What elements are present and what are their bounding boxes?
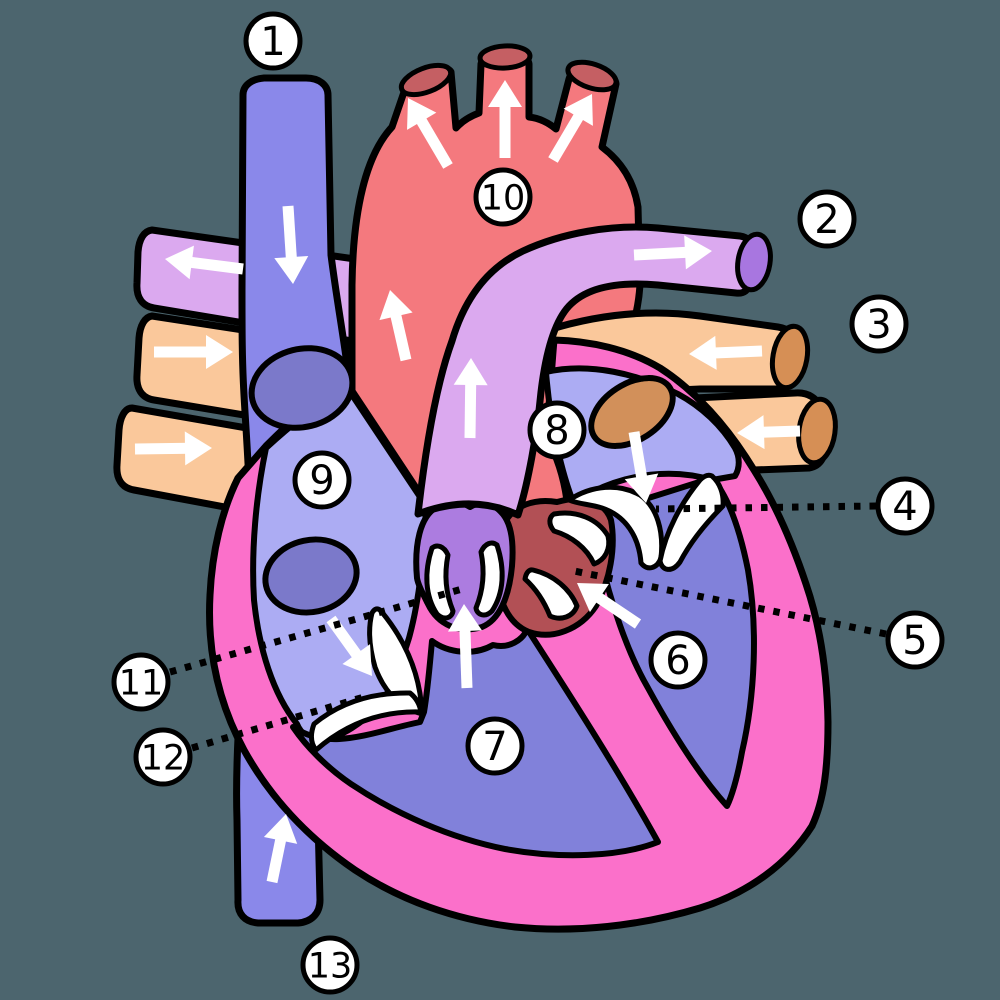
- leader-line-4: [655, 502, 877, 513]
- part-label-number-9: 9: [309, 458, 334, 504]
- left-vein-2-inflow: [134, 431, 212, 466]
- part-label-circle-13: [300, 935, 360, 995]
- ivc-flow-up: [263, 814, 298, 884]
- part-label-number-8: 8: [544, 408, 569, 454]
- part-label-5: 5: [885, 610, 945, 670]
- part-label-circle-9: [292, 450, 352, 510]
- part-label-number-7: 7: [482, 724, 507, 770]
- part-label-number-5: 5: [902, 618, 927, 664]
- mitral-valve-leaflet-right: [657, 472, 726, 572]
- pulmonary-valve-leaflet-left: [424, 543, 456, 621]
- part-label-9: 9: [292, 450, 352, 510]
- ascending-aorta-up: [379, 290, 413, 362]
- part-label-number-11: 11: [119, 663, 164, 703]
- pulmonary-trunk-cap: [735, 231, 773, 293]
- right-pa-outflow: [633, 235, 712, 270]
- part-label-8: 8: [527, 400, 587, 460]
- aorta-branch-1-up: [407, 98, 453, 169]
- part-label-circle-1: [243, 11, 303, 71]
- part-label-circle-7: [465, 716, 525, 776]
- part-label-11: 11: [111, 652, 171, 712]
- tricuspid-valve-leaflet-upper: [367, 606, 425, 717]
- left-vein-1-inflow: [154, 335, 233, 369]
- part-label-number-10: 10: [481, 178, 526, 218]
- leader-line-11: [169, 585, 463, 676]
- aorta-branch-2-cap: [477, 43, 533, 71]
- part-label-2: 2: [797, 189, 857, 249]
- part-label-circle-2: [797, 189, 857, 249]
- part-label-7: 7: [465, 716, 525, 776]
- pulmonary-vein-opening-oval: [588, 375, 676, 449]
- aorta-branch-3-up: [548, 94, 593, 163]
- part-label-13: 13: [300, 935, 360, 995]
- lv-to-aorta-flow: [577, 583, 642, 629]
- flow-arrows-layer: [134, 80, 801, 884]
- la-to-lv-flow: [624, 431, 659, 503]
- part-label-3: 3: [849, 294, 909, 354]
- leader-line-5: [573, 567, 887, 638]
- part-label-number-6: 6: [665, 638, 690, 684]
- part-label-number-4: 4: [892, 484, 917, 530]
- aortic-valve-leaflet-lower: [522, 567, 580, 621]
- pulmonary-valve-leaflet-right: [473, 540, 505, 618]
- part-label-10: 10: [473, 167, 533, 227]
- right-pulmonary-vein-upper-cap: [769, 323, 811, 391]
- part-label-1: 1: [243, 11, 303, 71]
- part-label-circle-5: [885, 610, 945, 670]
- part-label-number-3: 3: [866, 302, 891, 348]
- tricuspid-valve-leaflet-lower: [308, 690, 424, 753]
- part-label-number-13: 13: [308, 946, 353, 986]
- part-label-4: 4: [875, 476, 935, 536]
- part-label-circle-6: [648, 630, 708, 690]
- svc-flow-down: [274, 205, 309, 284]
- aortic-valve-leaflet-upper: [547, 510, 612, 567]
- part-label-number-2: 2: [814, 197, 839, 243]
- right-vein-2-inflow: [737, 415, 801, 450]
- part-label-circle-11: [111, 652, 171, 712]
- part-label-circle-12: [133, 727, 193, 787]
- leader-lines-layer: [169, 502, 887, 752]
- aorta-branch-1-cap: [398, 62, 454, 98]
- right-vein-1-inflow: [689, 335, 763, 370]
- part-label-6: 6: [648, 630, 708, 690]
- part-label-number-12: 12: [141, 738, 186, 778]
- ivc-opening-oval: [262, 536, 360, 616]
- part-label-12: 12: [133, 727, 193, 787]
- left-pa-outflow: [165, 245, 244, 280]
- rv-to-trunk-flow: [447, 604, 482, 689]
- part-label-circle-8: [527, 400, 587, 460]
- aorta-branch-3-cap: [565, 59, 619, 93]
- aorta-branch-2-up: [488, 80, 522, 158]
- svc-opening-oval: [248, 345, 356, 431]
- pulmonary-trunk-up: [453, 358, 488, 439]
- mitral-valve-leaflet-left: [566, 484, 665, 571]
- part-label-circle-4: [875, 476, 935, 536]
- part-label-number-1: 1: [260, 19, 285, 65]
- part-label-circle-3: [849, 294, 909, 354]
- part-label-circle-10: [473, 167, 533, 227]
